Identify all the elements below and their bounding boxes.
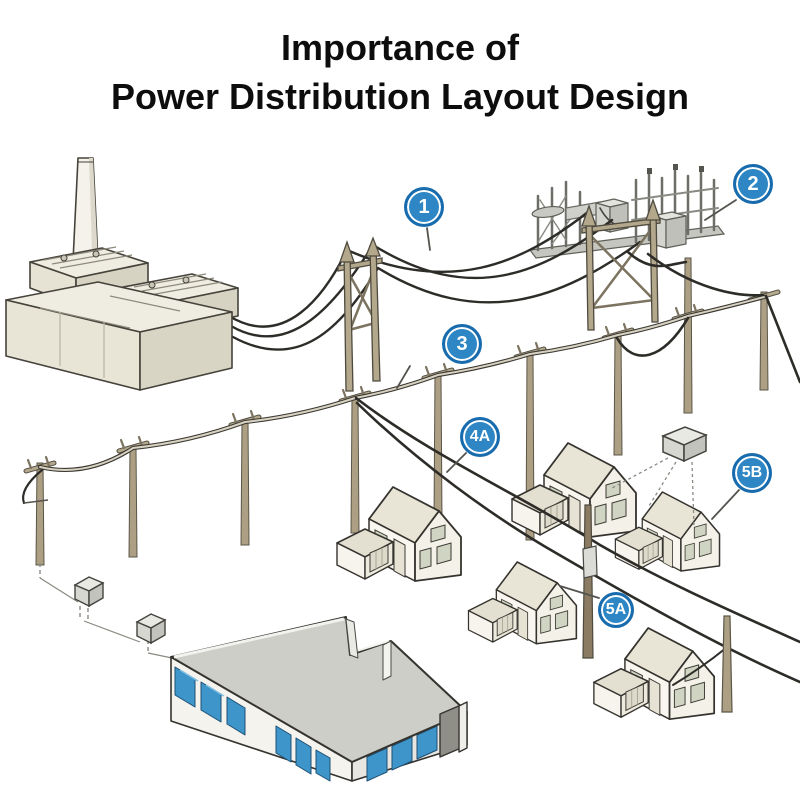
pointer-3 bbox=[396, 365, 411, 389]
window-band bbox=[174, 666, 438, 782]
title-line-1: Importance of bbox=[280, 27, 520, 68]
pointer-5b bbox=[711, 489, 740, 520]
badge-3: 3 bbox=[442, 324, 482, 364]
badge-5b: 5B bbox=[732, 453, 772, 493]
commercial-building bbox=[170, 616, 468, 782]
utility-pole-5a bbox=[582, 504, 598, 659]
pad-transformer-box bbox=[135, 613, 167, 645]
pole-transformer-panel bbox=[582, 545, 598, 579]
underground-service bbox=[39, 563, 173, 659]
pad-transformer-box bbox=[73, 576, 105, 608]
house bbox=[467, 561, 578, 645]
page-title: Importance of Power Distribution Layout … bbox=[0, 24, 800, 122]
pointer-4a bbox=[446, 452, 467, 473]
badge-2-label: 2 bbox=[747, 172, 759, 195]
drop-wire bbox=[22, 468, 44, 505]
badge-4a: 4A bbox=[460, 417, 500, 457]
transmission-lines bbox=[227, 210, 642, 351]
pointer-2 bbox=[704, 199, 737, 221]
badge-3-label: 3 bbox=[456, 332, 468, 355]
badge-4a-label: 4A bbox=[469, 428, 491, 445]
power-plant bbox=[5, 157, 239, 391]
distribution-poles bbox=[22, 250, 800, 566]
badge-5a: 5A bbox=[598, 592, 634, 628]
service-dashed-lines bbox=[611, 457, 695, 529]
badge-1: 1 bbox=[404, 187, 444, 227]
badge-1-label: 1 bbox=[418, 195, 430, 218]
badge-pointers bbox=[396, 199, 740, 599]
pole-top-transformer-5b bbox=[661, 426, 708, 463]
pointer-1 bbox=[426, 227, 431, 251]
pointer-5a bbox=[559, 585, 600, 599]
badge-5b-label: 5B bbox=[741, 464, 763, 481]
badge-5a-label: 5A bbox=[605, 601, 627, 618]
house bbox=[593, 627, 716, 721]
service-drop bbox=[672, 647, 727, 686]
utility-pole bbox=[721, 615, 733, 713]
title-line-2: Power Distribution Layout Design bbox=[110, 75, 690, 117]
substation bbox=[528, 164, 726, 259]
badge-2: 2 bbox=[733, 164, 773, 204]
distribution-line bbox=[37, 294, 767, 473]
transmission-tower-1 bbox=[337, 236, 383, 392]
feeder-from-substation bbox=[615, 250, 800, 384]
